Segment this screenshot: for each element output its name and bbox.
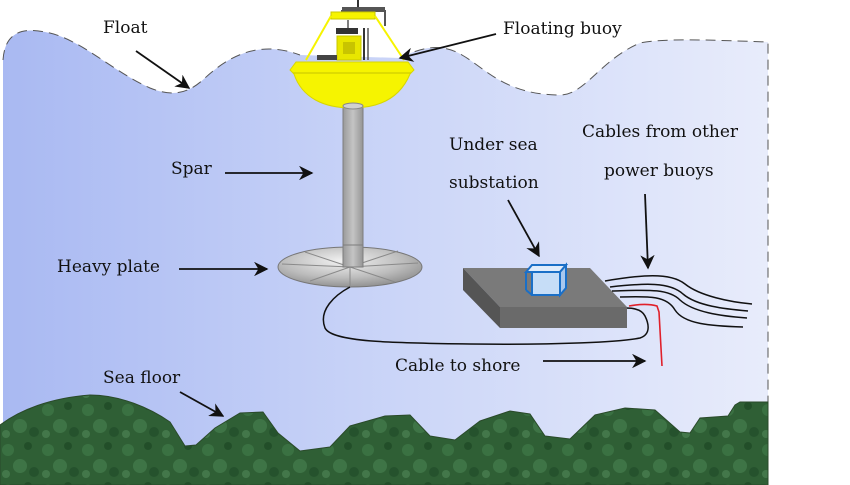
label-cables-other-2: power buoys bbox=[604, 161, 714, 181]
label-spar: Spar bbox=[171, 159, 213, 179]
arrow-cables-other bbox=[640, 193, 655, 270]
label-floating-buoy: Floating buoy bbox=[503, 19, 622, 39]
spar bbox=[342, 104, 364, 266]
label-cable-to-shore: Cable to shore bbox=[395, 356, 521, 376]
label-under-sea-substation-2: substation bbox=[449, 173, 539, 193]
arrow-substation bbox=[507, 199, 540, 258]
arrow-floating-buoy bbox=[398, 33, 497, 62]
sea-floor bbox=[0, 394, 769, 485]
arrow-sea-floor bbox=[179, 391, 225, 417]
label-heavy-plate: Heavy plate bbox=[57, 257, 160, 277]
plate-to-substation-cable bbox=[322, 286, 649, 345]
substation-module bbox=[523, 262, 569, 298]
label-cables-other-1: Cables from other bbox=[582, 122, 739, 142]
floating-buoy bbox=[289, 0, 415, 110]
under-sea-substation bbox=[463, 262, 627, 328]
shore-cable bbox=[628, 303, 663, 367]
label-sea-floor: Sea floor bbox=[103, 368, 181, 388]
arrow-float bbox=[135, 50, 191, 89]
sea-water bbox=[3, 30, 768, 461]
label-float: Float bbox=[103, 18, 148, 38]
heavy-plate bbox=[277, 244, 423, 288]
incoming-cables bbox=[604, 275, 753, 328]
water-surface-line bbox=[2, 29, 769, 460]
label-under-sea-substation-1: Under sea bbox=[449, 135, 538, 155]
